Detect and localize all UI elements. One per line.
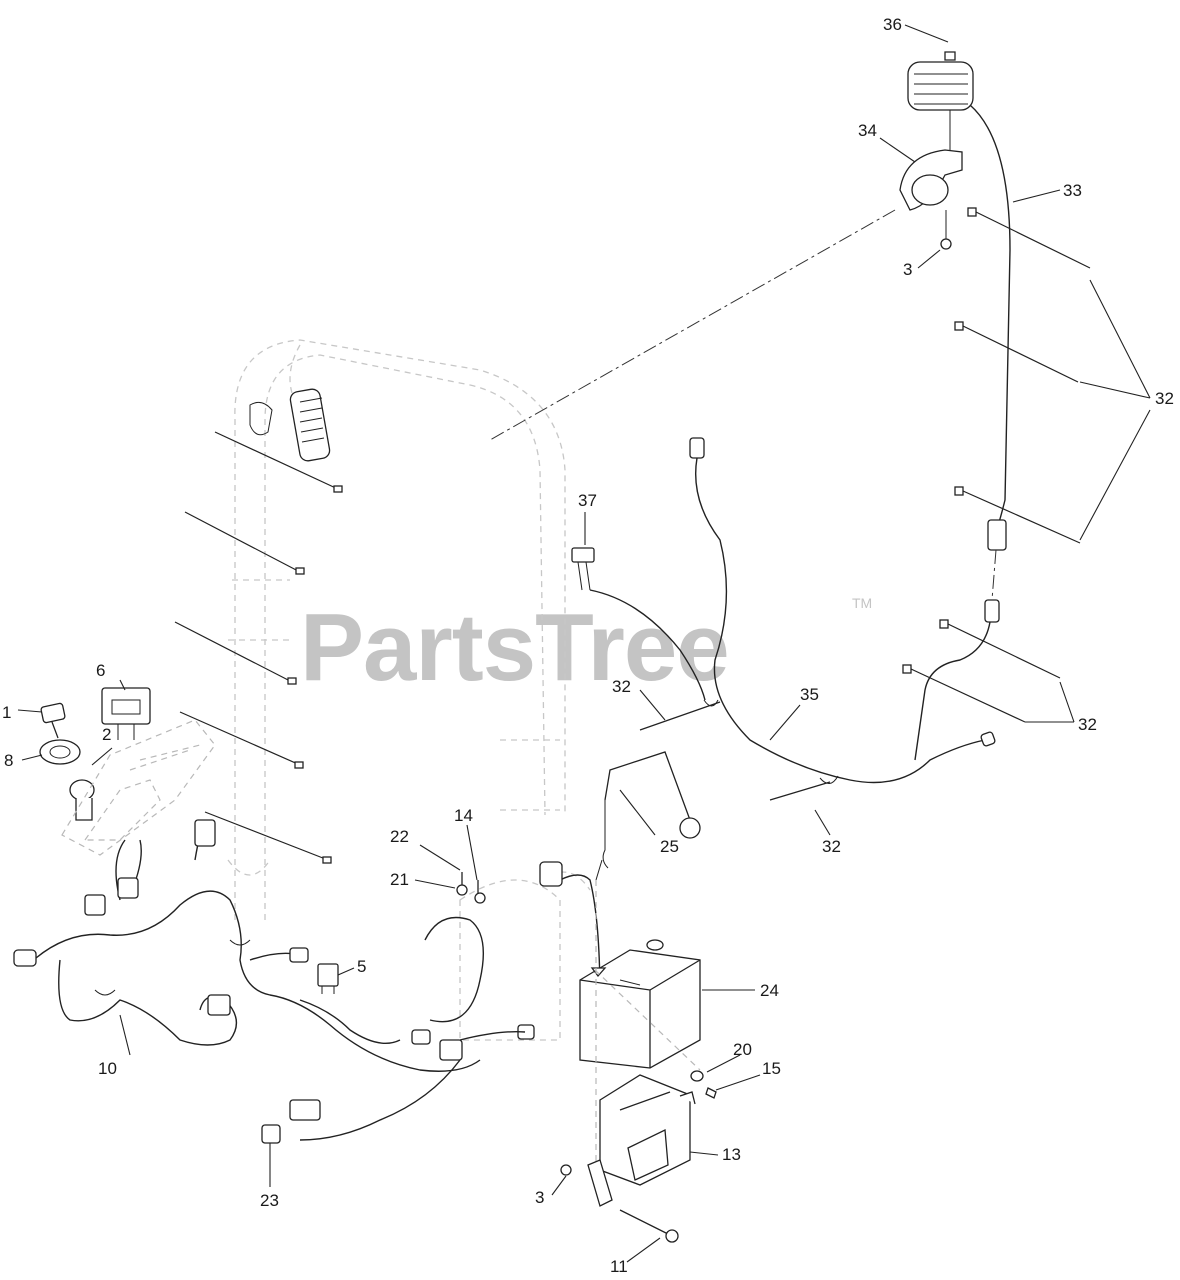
callout-6: 6 (96, 661, 105, 680)
callout-32-lower-right: 32 (1078, 715, 1097, 734)
callout-1: 1 (2, 703, 11, 722)
watermark-text: PartsTree (300, 594, 729, 701)
console-parts (39, 687, 151, 821)
callout-33: 33 (1063, 181, 1082, 200)
top-light-assembly (899, 51, 1011, 526)
battery-tray-13 (587, 1074, 696, 1207)
callout-25: 25 (660, 837, 679, 856)
right-connectors (914, 519, 1007, 761)
callout-13: 13 (722, 1145, 741, 1164)
harness-35 (571, 437, 996, 801)
frame-work-light (249, 388, 331, 462)
callout-3-bottom: 3 (535, 1188, 544, 1207)
callout-5: 5 (357, 957, 366, 976)
bolt-alignment (594, 969, 701, 1071)
hardware (560, 1070, 717, 1243)
callout-22: 22 (390, 827, 409, 846)
callout-24: 24 (760, 981, 779, 1000)
callout-labels: 36 34 33 3 32 37 32 35 32 32 25 6 1 2 8 … (2, 15, 1174, 1276)
callout-11: 11 (610, 1257, 628, 1276)
callout-34: 34 (858, 121, 877, 140)
main-harness-10 (13, 819, 481, 1144)
callout-32-bottom: 32 (822, 837, 841, 856)
mount-line (489, 209, 896, 441)
callout-2: 2 (102, 725, 111, 744)
callout-10: 10 (98, 1059, 117, 1078)
battery-24 (579, 939, 701, 1069)
callout-21: 21 (390, 870, 409, 889)
callout-32-mid: 32 (612, 677, 631, 696)
callout-15: 15 (762, 1059, 781, 1078)
callout-36: 36 (883, 15, 902, 34)
rops-frame (227, 339, 591, 1041)
right-cable-ties (902, 207, 1091, 723)
frame-harness (424, 861, 601, 1041)
relay-5 (317, 963, 339, 994)
callout-14: 14 (454, 806, 473, 825)
console-plate (61, 719, 216, 856)
leader-lines (17, 24, 1151, 1263)
hold-down-rod-25 (595, 751, 701, 881)
callout-8: 8 (4, 751, 13, 770)
callout-32-right: 32 (1155, 389, 1174, 408)
callout-37: 37 (578, 491, 597, 510)
callout-23: 23 (260, 1191, 279, 1210)
callout-35: 35 (800, 685, 819, 704)
callout-3-top: 3 (903, 260, 912, 279)
frame-cable-ties (174, 431, 343, 864)
watermark: PartsTree TM (300, 594, 872, 701)
watermark-trademark: TM (852, 595, 872, 611)
callout-20: 20 (733, 1040, 752, 1059)
